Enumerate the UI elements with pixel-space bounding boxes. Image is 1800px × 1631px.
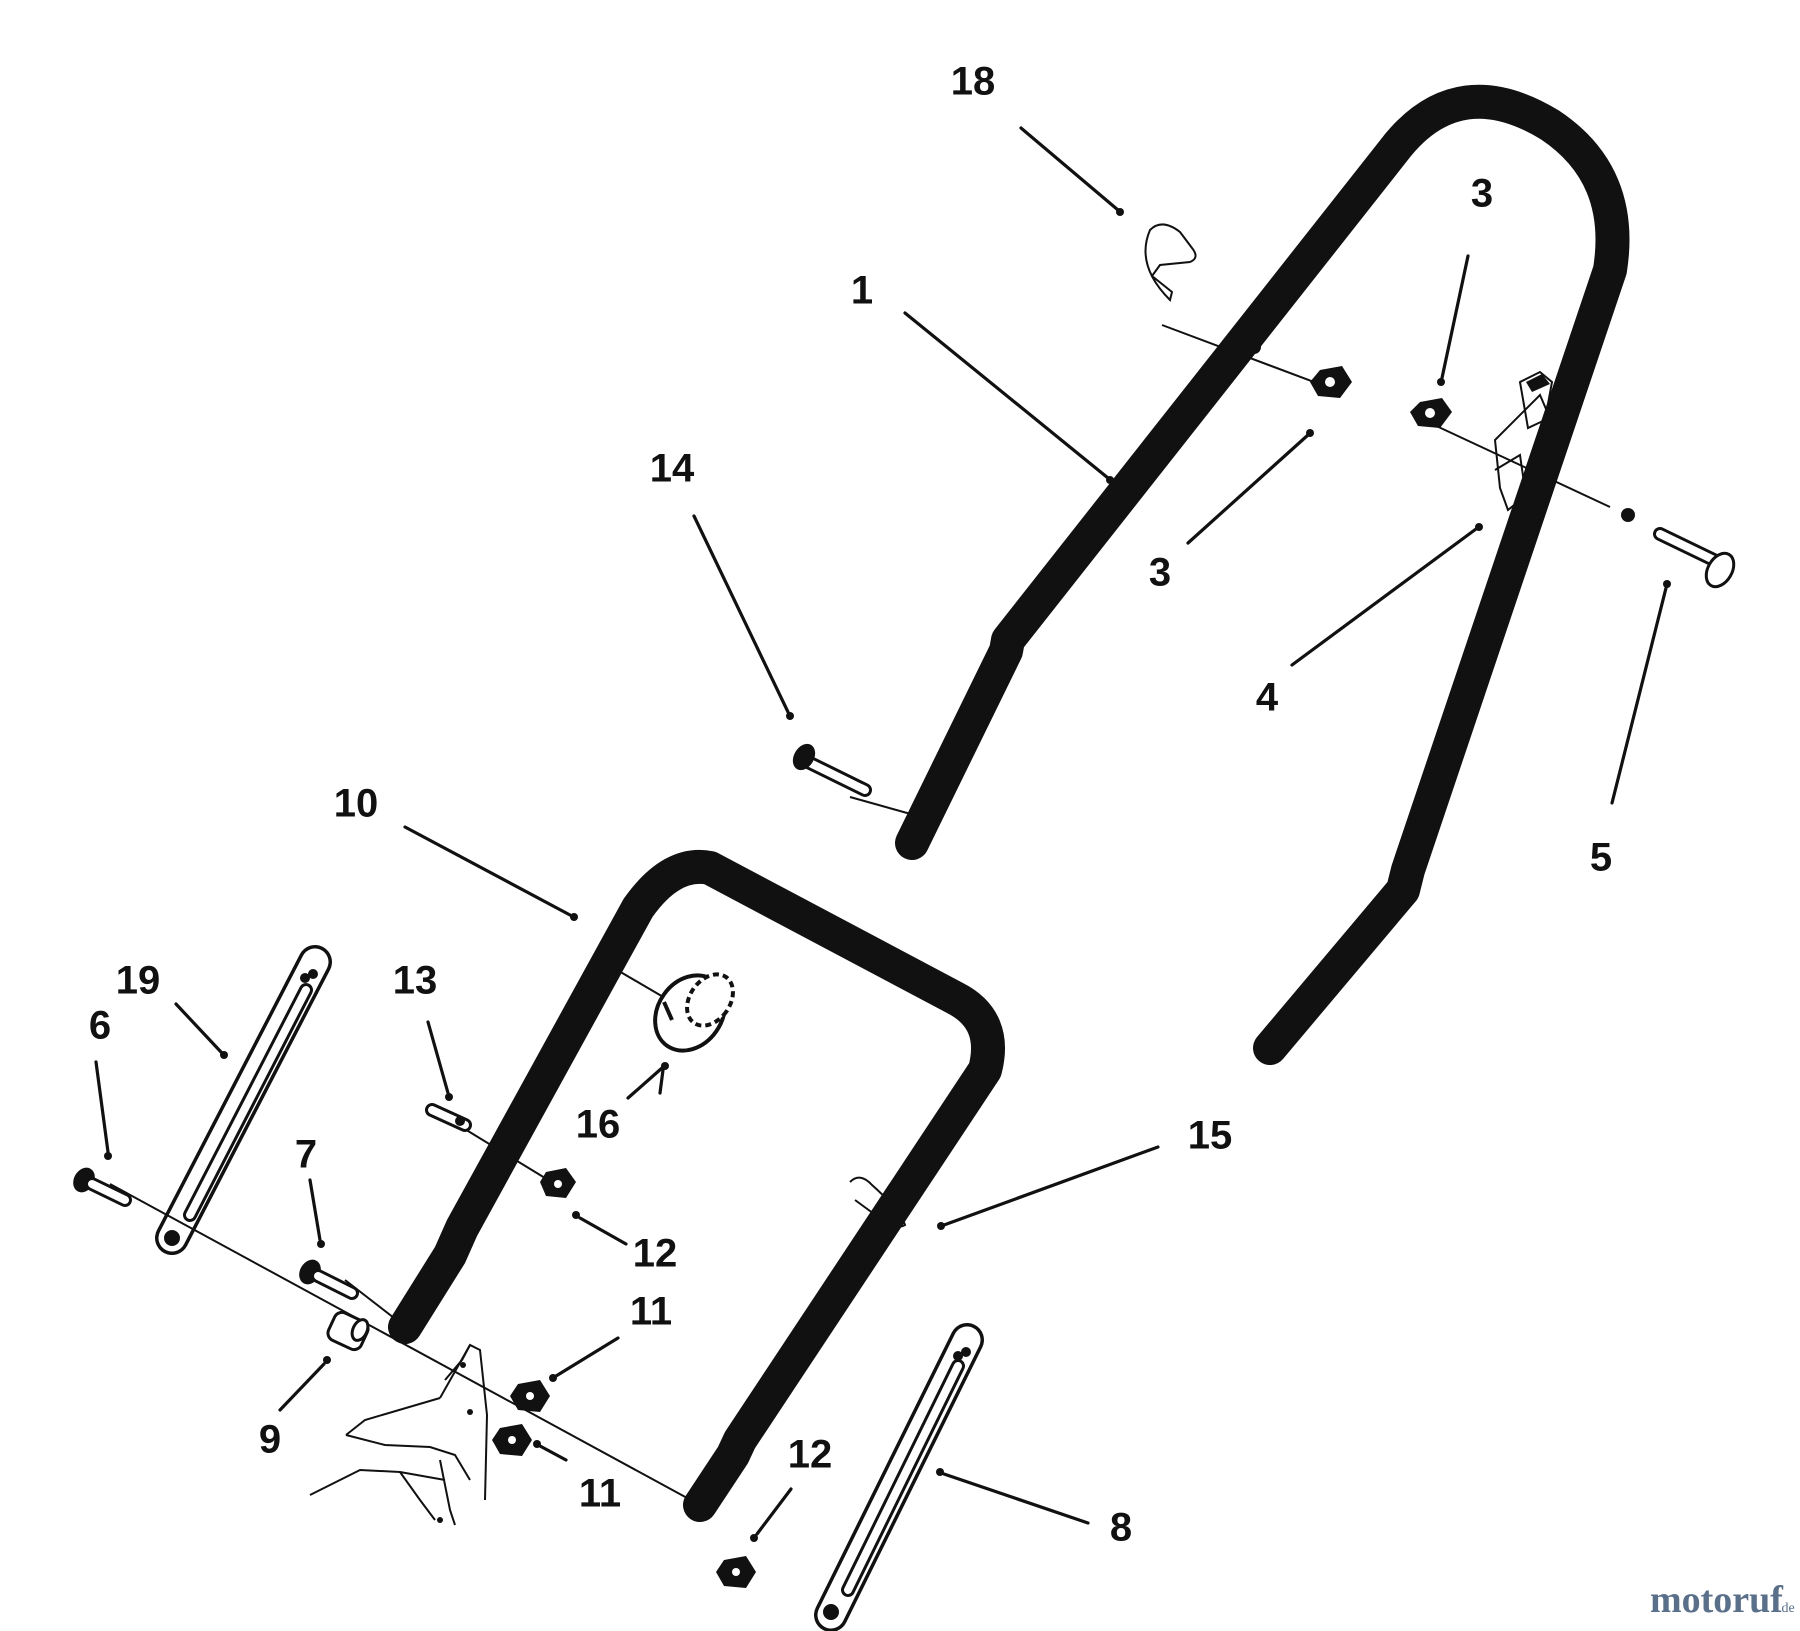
bolt-7 xyxy=(299,1259,359,1300)
bracket-left-rivet-2 xyxy=(308,969,318,979)
callout-11-lower: 11 xyxy=(579,1472,621,1516)
lock-nut-12-upper xyxy=(540,1168,576,1198)
callout-13: 13 xyxy=(393,959,438,1003)
callout-3-lower: 3 xyxy=(1149,551,1171,595)
bracket-left-rivet-1 xyxy=(300,973,310,983)
upper-handle-hole-top-left xyxy=(1247,340,1261,354)
lower-handle xyxy=(388,849,1005,1522)
leader-18 xyxy=(1019,126,1120,212)
leader-5 xyxy=(1610,586,1668,805)
leader-6 xyxy=(94,1060,110,1154)
leader-11b xyxy=(538,1444,568,1462)
upper-handle-hole-left-2 xyxy=(924,808,932,816)
leader-15 xyxy=(942,1145,1160,1227)
bolt-6 xyxy=(73,1167,132,1207)
leader-11a xyxy=(554,1336,620,1378)
leader-14 xyxy=(692,514,790,714)
callout-12-upper: 12 xyxy=(633,1232,678,1276)
upper-handle xyxy=(895,84,1635,1065)
callout-12-lower: 12 xyxy=(788,1433,833,1477)
watermark-text: motoruf xyxy=(1650,1579,1784,1621)
hex-nut-11-lower xyxy=(492,1424,532,1456)
leader-lines xyxy=(94,126,1671,1542)
callout-5: 5 xyxy=(1590,836,1612,880)
watermark-logo: motoruf .de xyxy=(1650,1579,1795,1621)
bracket-right-hole xyxy=(823,1604,839,1620)
deck-rivet-1 xyxy=(460,1362,466,1368)
upper-handle-hole-left-1 xyxy=(952,724,960,732)
watermark-suffix: .de xyxy=(1778,1601,1795,1616)
cable-guide-clip xyxy=(1144,223,1197,302)
callout-18: 18 xyxy=(951,60,996,104)
upper-handle-hole-right-2 xyxy=(1290,1013,1298,1021)
leader-19 xyxy=(174,1002,223,1054)
deck-rivet-2 xyxy=(467,1409,473,1415)
carriage-bolt-upper xyxy=(1653,527,1736,589)
leader-1 xyxy=(903,311,1110,480)
leader-7 xyxy=(308,1178,322,1242)
leader-3b xyxy=(1186,433,1310,545)
hex-nut-upper-right xyxy=(1410,398,1452,428)
leader-12b xyxy=(755,1487,793,1536)
mower-deck-fragment xyxy=(309,1343,489,1526)
callout-16: 16 xyxy=(576,1103,621,1147)
bracket-right xyxy=(814,1323,984,1631)
callout-1: 1 xyxy=(851,269,873,313)
callout-3-upper: 3 xyxy=(1471,172,1493,216)
callout-7: 7 xyxy=(295,1133,317,1177)
leader-13 xyxy=(426,1020,450,1095)
callout-14: 14 xyxy=(650,447,695,491)
hex-nut-upper-left xyxy=(1310,366,1352,398)
bracket-right-rivet-2 xyxy=(961,1347,971,1357)
bracket-right-rivet-1 xyxy=(953,1351,963,1361)
callout-11-upper: 11 xyxy=(630,1290,672,1334)
lock-nut-12-lower xyxy=(716,1556,756,1588)
leader-12a xyxy=(578,1216,628,1246)
callout-19: 19 xyxy=(116,959,161,1003)
bracket-left xyxy=(155,945,332,1255)
lower-handle-hole-knob xyxy=(603,959,619,975)
callout-8: 8 xyxy=(1110,1506,1132,1550)
adjustment-knob xyxy=(653,972,735,1053)
callout-4: 4 xyxy=(1256,676,1279,720)
cable-tie-15 xyxy=(849,1176,907,1231)
callout-9: 9 xyxy=(259,1418,281,1462)
hex-nut-11-upper xyxy=(510,1380,550,1412)
callout-10: 10 xyxy=(334,782,379,826)
upper-handle-hole-top-right xyxy=(1621,508,1635,522)
callout-labels: 18 1 3 3 4 5 14 10 19 6 13 16 7 12 11 9 … xyxy=(89,60,1612,1550)
leader-8 xyxy=(942,1472,1090,1525)
leader-16 xyxy=(626,1066,664,1100)
leader-3a xyxy=(1440,254,1470,380)
cable-bracket xyxy=(1493,370,1557,512)
bolt-upper-left xyxy=(792,743,872,797)
leader-10 xyxy=(403,825,572,917)
leader-9 xyxy=(278,1362,326,1412)
deck-rivet-3 xyxy=(437,1517,443,1523)
upper-handle-hole-right-1 xyxy=(1322,968,1330,976)
callout-15: 15 xyxy=(1188,1114,1233,1158)
leader-16-stub xyxy=(658,1068,665,1095)
callout-6: 6 xyxy=(89,1004,111,1048)
bolt-13 xyxy=(425,1103,472,1132)
spacer-9 xyxy=(326,1310,370,1352)
bracket-left-hole xyxy=(164,1230,180,1246)
leader-4 xyxy=(1290,527,1478,667)
